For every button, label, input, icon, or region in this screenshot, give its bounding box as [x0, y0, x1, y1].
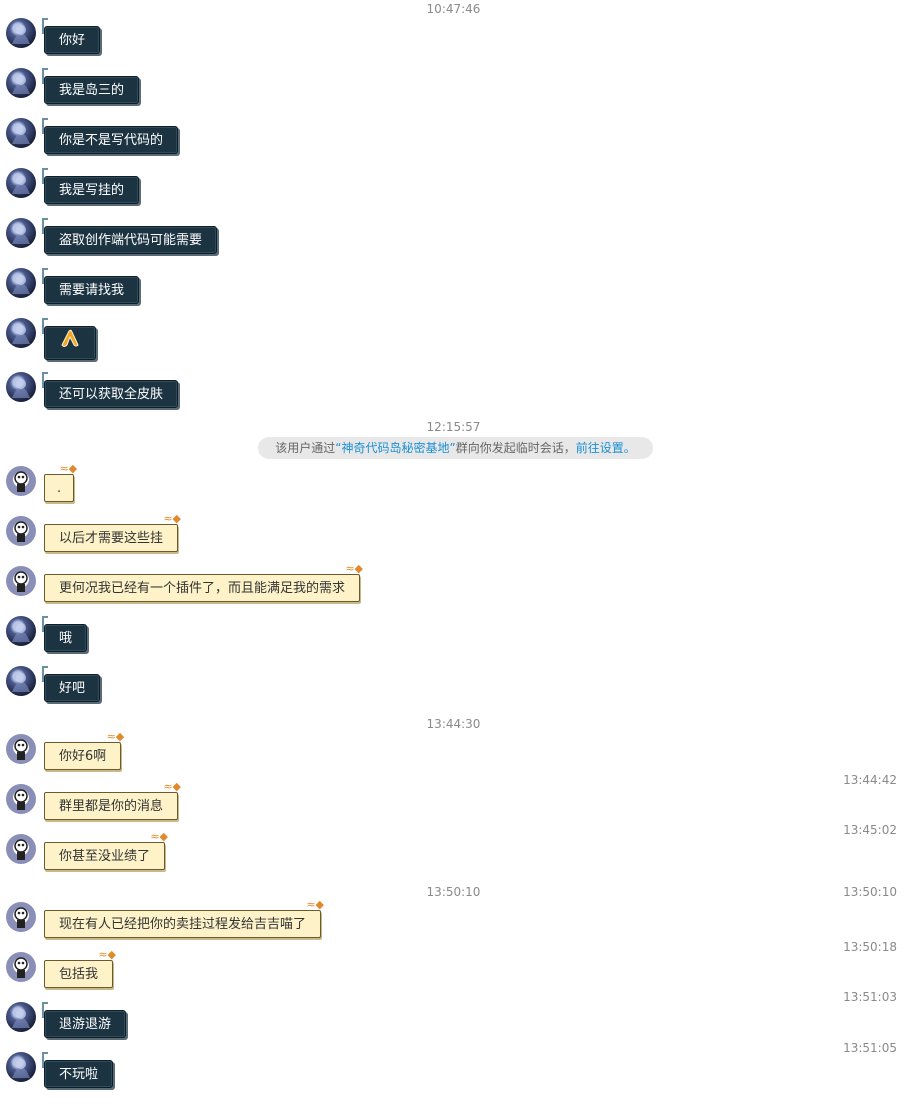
message-bubble[interactable]: 不玩啦 [41, 1052, 114, 1088]
temp-session-notice: 该用户通过“神奇代码岛秘密基地”群向你发起临时会话，前往设置。 [258, 437, 653, 459]
time-divider: 13:50:10 [426, 885, 481, 899]
message-time: 13:45:02 [843, 823, 897, 837]
time-divider: 13:44:30 [426, 717, 481, 731]
message-text: 你好6啊 [59, 749, 107, 764]
cat-decoration-icon: ≈◆ [163, 512, 182, 525]
message-bubble[interactable]: 你甚至没业绩了 ≈◆ [44, 831, 168, 870]
avatar[interactable] [6, 902, 36, 932]
message-bubble[interactable]: 退游退游 [41, 1002, 127, 1038]
message-text: 以后才需要这些挂 [59, 531, 164, 546]
avatar[interactable] [6, 834, 36, 864]
message-bubble[interactable]: 你好6啊 ≈◆ [44, 731, 124, 770]
message-bubble[interactable]: 群里都是你的消息 ≈◆ [44, 781, 181, 820]
message-bubble[interactable]: 哦 [41, 616, 88, 652]
settings-link[interactable]: 前往设置。 [575, 441, 636, 455]
message-time: 13:44:42 [843, 773, 897, 787]
time-divider: 10:47:46 [426, 2, 481, 16]
message-bubble[interactable]: 需要请找我 [41, 268, 140, 304]
cat-decoration-icon: ≈◆ [345, 562, 364, 575]
message-time: 13:50:10 [843, 885, 897, 899]
message-bubble[interactable]: 盗取创作端代码可能需要 [41, 218, 218, 254]
avatar[interactable] [6, 18, 36, 48]
ok-hand-emoji [59, 327, 81, 360]
message-bubble[interactable]: 以后才需要这些挂 ≈◆ [44, 513, 181, 552]
message-bubble[interactable]: 现在有人已经把你的卖挂过程发给吉吉喵了 ≈◆ [44, 899, 324, 938]
avatar[interactable] [6, 1052, 36, 1082]
avatar[interactable] [6, 1002, 36, 1032]
avatar[interactable] [6, 466, 36, 496]
message-text: 包括我 [59, 967, 99, 982]
avatar[interactable] [6, 118, 36, 148]
message-bubble[interactable]: 我是写挂的 [41, 168, 140, 204]
message-text: 群里都是你的消息 [59, 799, 164, 814]
cat-decoration-icon: ≈◆ [98, 948, 117, 961]
message-bubble[interactable]: 你好 [41, 18, 101, 54]
avatar[interactable] [6, 318, 36, 348]
message-time: 13:51:03 [843, 990, 897, 1004]
cat-decoration-icon: ≈◆ [306, 898, 325, 911]
message-text: 你甚至没业绩了 [59, 849, 151, 864]
avatar[interactable] [6, 516, 36, 546]
cat-decoration-icon: ≈◆ [106, 730, 125, 743]
message-text: 现在有人已经把你的卖挂过程发给吉吉喵了 [59, 917, 307, 932]
cat-decoration-icon: ≈◆ [150, 830, 169, 843]
message-bubble[interactable]: 还可以获取全皮肤 [41, 372, 179, 408]
avatar[interactable] [6, 952, 36, 982]
cat-decoration-icon: ≈◆ [163, 780, 182, 793]
avatar[interactable] [6, 566, 36, 596]
avatar[interactable] [6, 372, 36, 402]
message-bubble[interactable]: 好吧 [41, 666, 101, 702]
message-bubble[interactable] [42, 318, 96, 360]
notice-middle: 群向你发起临时会话， [455, 441, 576, 455]
avatar[interactable] [6, 616, 36, 646]
message-text: . [57, 481, 62, 496]
cat-decoration-icon: ≈◆ [59, 462, 78, 475]
avatar[interactable] [6, 268, 36, 298]
message-bubble[interactable]: 包括我 ≈◆ [44, 949, 116, 988]
message-bubble[interactable]: 我是岛三的 [41, 68, 140, 104]
avatar[interactable] [6, 666, 36, 696]
message-time: 13:50:18 [843, 940, 897, 954]
avatar[interactable] [6, 784, 36, 814]
message-bubble[interactable]: 更何况我已经有一个插件了，而且能满足我的需求 ≈◆ [44, 563, 363, 602]
message-bubble[interactable]: . ≈◆ [44, 463, 77, 502]
message-bubble[interactable]: 你是不是写代码的 [41, 118, 179, 154]
notice-prefix: 该用户通过 [275, 441, 336, 455]
avatar[interactable] [6, 68, 36, 98]
message-text: 更何况我已经有一个插件了，而且能满足我的需求 [59, 581, 346, 596]
avatar[interactable] [6, 218, 36, 248]
message-time: 13:51:05 [843, 1041, 897, 1055]
avatar[interactable] [6, 734, 36, 764]
avatar[interactable] [6, 168, 36, 198]
group-link[interactable]: “神奇代码岛秘密基地” [335, 441, 456, 455]
time-divider: 12:15:57 [426, 420, 481, 434]
